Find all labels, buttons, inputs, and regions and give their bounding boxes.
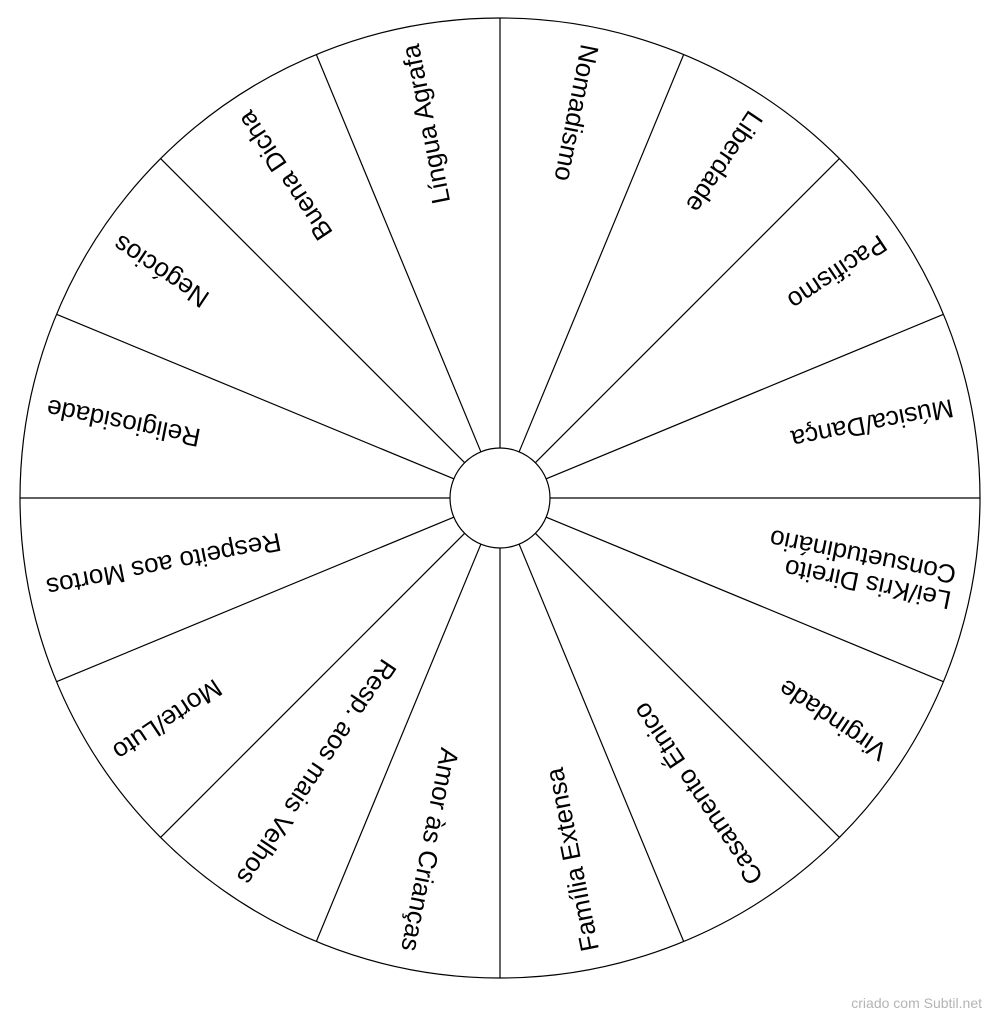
- wheel-segment-label: Língua Agrafa: [395, 41, 456, 206]
- wheel-segment-label: Religiosidade: [44, 393, 203, 453]
- wheel-spoke: [160, 158, 466, 464]
- wheel-outer-circle: [19, 17, 981, 979]
- wheel-center-circle: [449, 447, 551, 549]
- wheel-segment-label-line: Respeito aos Mortos: [44, 527, 284, 603]
- wheel-spokes: [20, 18, 980, 978]
- wheel-segment-label-line: Família Extensa: [539, 765, 605, 954]
- wheel-segment-label-line: Amor às Crianças: [395, 746, 465, 955]
- wheel-segment-label: Buena Dicha: [231, 105, 339, 246]
- wheel-segment-label-line: Nomadismo: [548, 42, 604, 184]
- wheel-segment-label-line: Pacifismo: [782, 229, 892, 317]
- wheel-segment-label: Amor às Crianças: [395, 746, 465, 955]
- wheel-spoke: [56, 313, 455, 480]
- wheel-segment-label: Liberdade: [680, 106, 769, 219]
- wheel-spoke: [56, 516, 455, 683]
- wheel-segment-label-line: Virgindade: [773, 673, 893, 767]
- wheel-segment-label: Pacifismo: [782, 229, 892, 317]
- wheel-segment-label: Nomadismo: [548, 42, 604, 184]
- wheel-spoke: [534, 532, 840, 838]
- wheel-segment-label: Respeito aos Mortos: [44, 527, 284, 603]
- wheel-segment-label: Resp. aos mais Velhos: [231, 654, 403, 891]
- wheel-segment-label: Morte/Luto: [108, 673, 228, 767]
- wheel-spoke: [545, 313, 944, 480]
- wheel-segment-label-line: Buena Dicha: [231, 105, 339, 246]
- wheel-spoke: [534, 158, 840, 464]
- wheel-segment-label-line: Casamento Étnico: [626, 697, 769, 890]
- wheel-segment-label-line: Negócios: [108, 229, 215, 314]
- wheel-segment-label: Virgindade: [773, 673, 893, 767]
- wheel-spoke: [315, 54, 482, 453]
- wheel-segment-label-line: Liberdade: [680, 106, 769, 219]
- wheel-segment-label-line: Resp. aos mais Velhos: [231, 654, 403, 891]
- credit-footer: criado com Subtil.net: [851, 995, 982, 1011]
- wheel-spoke: [545, 516, 944, 683]
- wheel-spoke: [518, 54, 685, 453]
- wheel-segment-label: Família Extensa: [539, 765, 605, 954]
- wheel-spoke: [518, 543, 685, 942]
- wheel-spoke: [160, 532, 466, 838]
- wheel-segment-label-line: Língua Agrafa: [395, 41, 456, 206]
- wheel-segment-label: Lei/Kris DireitoConsuetudinário: [762, 524, 959, 616]
- wheel-spoke: [315, 543, 482, 942]
- wheel-segment-label-line: Morte/Luto: [108, 673, 228, 767]
- wheel-segment-label: Música/Dança: [788, 393, 956, 455]
- wheel-segment-label-line: Religiosidade: [44, 393, 203, 453]
- wheel-segment-label-line: Música/Dança: [788, 393, 956, 455]
- wheel-segment-label: Casamento Étnico: [626, 697, 769, 890]
- wheel-segment-label: Negócios: [108, 229, 215, 314]
